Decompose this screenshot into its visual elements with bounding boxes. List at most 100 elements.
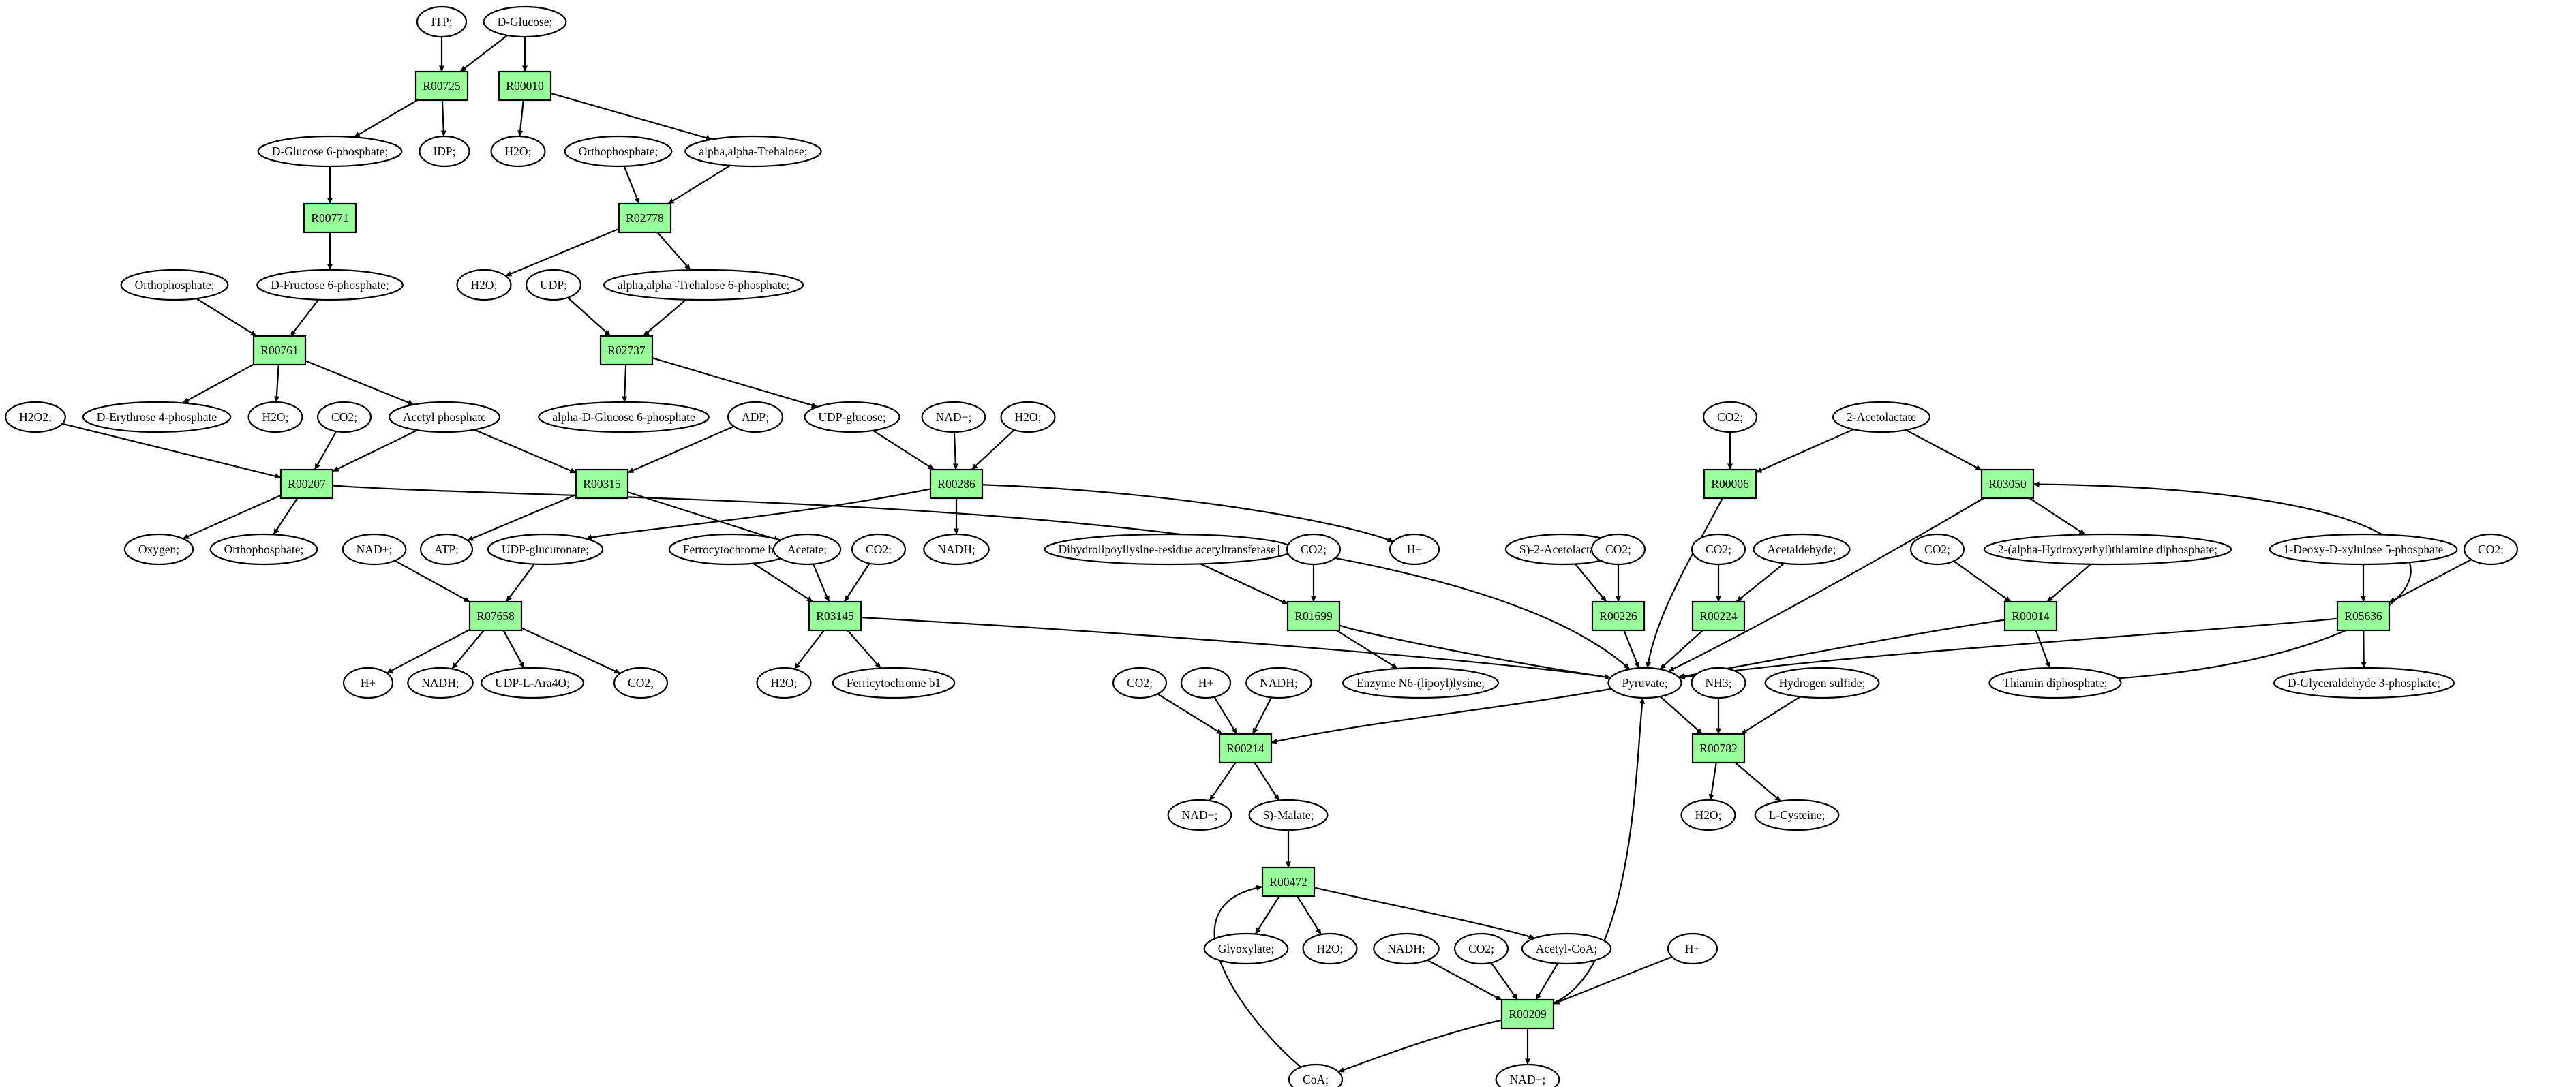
compound-node-co2-h: CO2; — [1909, 533, 1965, 566]
node-shape — [316, 401, 372, 433]
node-label: NAD+; — [357, 542, 393, 556]
node-shape — [756, 667, 812, 699]
compound-node-udpglcu: UDP-glucuronate; — [487, 533, 604, 566]
node-label: 2-Acetolactate — [1847, 410, 1916, 424]
compound-node-h2o-f: H2O; — [1680, 799, 1736, 831]
compound-node-h2o-a: H2O; — [490, 135, 546, 168]
node-shape — [5, 401, 66, 433]
node-label: ITP; — [431, 15, 452, 29]
edge-acetate-to-r03145 — [813, 564, 830, 602]
node-shape — [603, 269, 804, 301]
node-shape — [1288, 1063, 1344, 1087]
node-shape — [2463, 533, 2519, 566]
node-label: R00782 — [1699, 741, 1737, 755]
node-shape — [1453, 932, 1509, 965]
reaction-node-r00761: R00761 — [252, 335, 307, 366]
node-shape — [727, 401, 784, 433]
node-label: NADH; — [1260, 676, 1297, 690]
node-label: Acetyl phosphate — [403, 410, 486, 424]
edge-r00006-to-pyruvate — [1646, 497, 1723, 669]
edge-r00761-to-e4p — [182, 363, 254, 404]
edge-r00761-to-h2o-c — [273, 364, 279, 403]
node-label: CoA; — [1303, 1073, 1329, 1086]
compound-node-acetylcoa: Acetyl-CoA; — [1521, 932, 1612, 965]
node-label: CO2; — [2478, 542, 2504, 556]
compound-node-co2-d: CO2; — [613, 667, 669, 699]
compound-node-co2-b: CO2; — [851, 533, 907, 566]
compound-node-g6p: D-Glucose 6-phosphate; — [257, 135, 403, 168]
node-shape — [419, 135, 470, 168]
node-label: NADH; — [937, 542, 975, 556]
reaction-node-r00224: R00224 — [1691, 600, 1746, 632]
compound-node-h2o2: H2O2; — [5, 401, 66, 433]
compound-node-nadh-b: NADH; — [407, 667, 474, 699]
edge-r00207-to-oxygen — [182, 494, 282, 540]
node-label: R03145 — [816, 609, 854, 623]
reaction-node-r00207: R00207 — [279, 468, 334, 500]
compound-node-co2-e: CO2; — [1702, 401, 1758, 433]
edge-r00286-to-hplus-a — [982, 484, 1394, 542]
node-shape — [416, 5, 468, 38]
node-shape — [247, 401, 303, 433]
compound-node-e4p: D-Erythrose 4-phosphate — [82, 401, 232, 433]
reaction-node-r00209: R00209 — [1500, 998, 1555, 1030]
node-shape — [419, 533, 474, 566]
node-label: D-Glyceraldehyde 3-phosphate; — [2288, 676, 2440, 690]
node-label: UDP-L-Ara4O; — [495, 676, 570, 690]
node-label: Orthophosphate; — [135, 278, 215, 292]
edge-adp-to-r00315 — [627, 425, 735, 474]
node-label: alpha,alpha'-Trehalose 6-phosphate; — [618, 278, 789, 292]
edge-r00761-to-acetylp — [305, 360, 414, 405]
reaction-node-r03145: R03145 — [808, 600, 862, 632]
edge-r03145-to-pyruvate — [860, 616, 1611, 680]
reaction-node-r00315: R00315 — [575, 468, 629, 500]
compound-node-nadh-d: NADH; — [1373, 932, 1440, 965]
compound-node-hplus-c: H+ — [1180, 667, 1232, 699]
node-shape — [1702, 401, 1758, 433]
node-label: ATP; — [434, 542, 459, 556]
node-shape — [1495, 1063, 1560, 1087]
node-shape — [1286, 533, 1342, 566]
edges-layer — [62, 35, 2472, 1073]
edge-r02778-to-t6p — [656, 232, 691, 271]
edge-r00226-to-pyruvate — [1623, 630, 1640, 669]
reaction-node-r00006: R00006 — [1703, 468, 1757, 500]
node-label: ADP; — [742, 410, 769, 424]
node-label: H+ — [361, 676, 376, 690]
node-label: R00315 — [583, 477, 621, 491]
node-shape — [564, 135, 673, 168]
edge-r00224-to-pyruvate — [1659, 630, 1703, 670]
compound-node-ag6p: alpha-D-Glucose 6-phosphate — [538, 401, 710, 433]
node-shape — [525, 269, 582, 301]
node-label: H2O; — [1015, 410, 1042, 424]
node-label: CO2; — [1924, 542, 1950, 556]
node-shape — [1245, 667, 1312, 699]
node-label: R00010 — [506, 79, 544, 93]
node-label: R00209 — [1509, 1007, 1547, 1021]
node-label: CO2; — [331, 410, 357, 424]
compound-node-dihydro: Dihydrolipoyllysine-residue acetyltransf… — [1044, 533, 1294, 566]
node-shape — [279, 468, 334, 500]
edge-udpglcu-to-r07658 — [505, 563, 535, 602]
node-label: alpha,alpha-Trehalose; — [699, 144, 807, 158]
node-label: Orthophosphate; — [224, 542, 304, 556]
edge-r05636-to-pyruvate — [1678, 617, 2338, 680]
node-shape — [480, 667, 585, 699]
node-shape — [456, 269, 512, 301]
compound-node-dxp: 1-Deoxy-D-xylulose 5-phosphate — [2269, 533, 2458, 566]
compound-node-hetdp: 2-(alpha-Hydroxyethyl)thiamine diphospha… — [1983, 533, 2232, 566]
edge-r00209-to-pyruvate — [1553, 697, 1645, 1004]
edge-r00315-to-atp — [467, 493, 577, 542]
compound-node-co2-k: CO2; — [1453, 932, 1509, 965]
node-shape — [407, 667, 474, 699]
node-label: Pyruvate; — [1622, 676, 1667, 690]
compound-node-nh3: NH3; — [1691, 667, 1746, 699]
edge-r01699-to-enzyme — [1336, 630, 1398, 669]
node-shape — [804, 401, 900, 433]
node-shape — [2269, 533, 2458, 566]
compound-node-hplus-b: H+ — [342, 667, 394, 699]
node-label: Hydrogen sulfide; — [1779, 676, 1866, 690]
edge-udpglc-to-r00286 — [873, 429, 935, 470]
edge-acetylp-to-r00315 — [474, 429, 577, 474]
node-label: NAD+; — [1510, 1073, 1546, 1086]
